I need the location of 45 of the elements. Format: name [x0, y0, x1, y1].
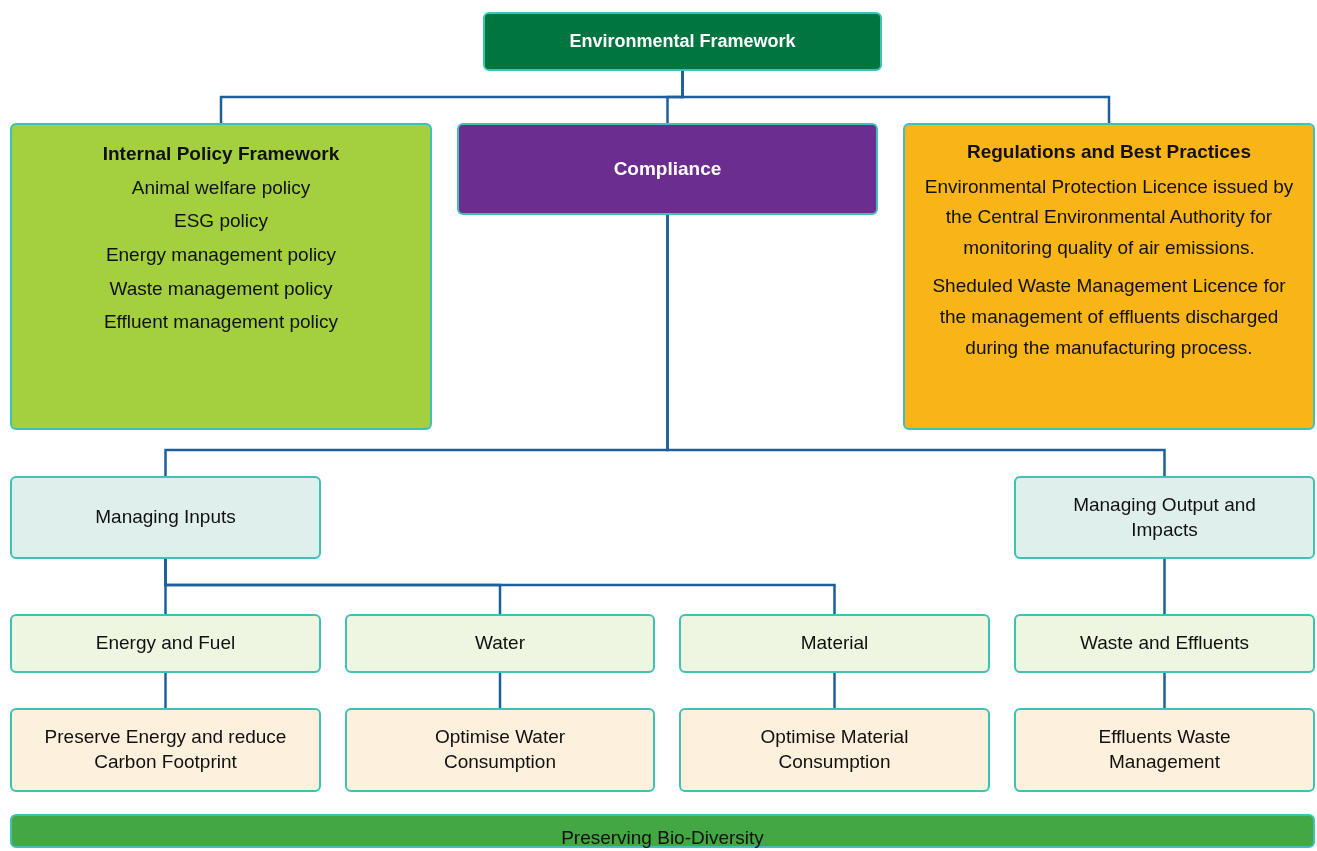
box-label: Effluents Waste Management [1097, 725, 1232, 774]
box-label: Energy and Fuel [95, 631, 236, 656]
connector-line [666, 215, 1166, 476]
box-label: Preserve Energy and reduce Carbon Footprint [43, 725, 288, 774]
box-label: Environmental Framework [569, 29, 796, 53]
goal-box [1014, 708, 1315, 792]
box-label: Sheduled Waste Management Licence for the management of effluents discharged during the manufacturing process. [931, 274, 1287, 360]
connector-line [498, 673, 502, 708]
area-box [345, 614, 655, 673]
box-label: Environmental Protection Licence issued by the Central Environmental Authority for monitoring quality of air emissions. [923, 174, 1295, 261]
box-label: Managing Output and Impacts [1072, 492, 1257, 542]
goal-box [345, 708, 655, 792]
box-label: Managing Inputs [95, 505, 236, 530]
connector-line [833, 673, 836, 708]
box-label: Optimise Material Consumption [759, 725, 910, 774]
policy-box [10, 123, 432, 430]
regulation-box [903, 123, 1315, 430]
connector-line [1163, 673, 1166, 708]
connector-line [681, 71, 1111, 123]
area-box [679, 614, 990, 673]
heading: Regulations and Best Practices [966, 140, 1251, 164]
box-label: Preserving Bio-Diversity [561, 826, 764, 850]
title-box [483, 12, 882, 71]
box-label: Optimise Water Consumption [433, 725, 567, 774]
policy-item: Animal welfare policy [131, 175, 311, 200]
area-box [1014, 614, 1315, 673]
connector-line [1163, 559, 1166, 614]
goal-box [679, 708, 990, 792]
compliance-box [457, 123, 878, 215]
foundation-bar [10, 814, 1315, 848]
connector-line [164, 559, 836, 614]
connector-line [164, 673, 167, 708]
box-label: Compliance [613, 156, 722, 181]
box-label: Waste and Effluents [1080, 631, 1249, 656]
policy-item: Waste management policy [109, 276, 333, 301]
category-box [10, 476, 321, 559]
category-box [1014, 476, 1315, 559]
area-box [10, 614, 321, 673]
box-label: Water [475, 631, 525, 656]
box-label: Material [800, 631, 869, 656]
policy-item: Energy management policy [105, 243, 337, 268]
heading: Internal Policy Framework [102, 142, 340, 166]
policy-item: ESG policy [174, 209, 268, 234]
goal-box [10, 708, 321, 792]
policy-item: Effluent management policy [103, 310, 339, 335]
